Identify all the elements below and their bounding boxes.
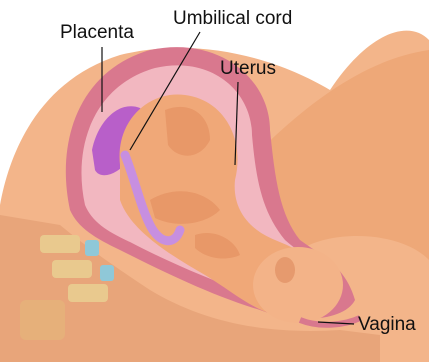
umbilical-cord-label: Umbilical cord: [173, 8, 292, 30]
vertebra-2: [52, 260, 92, 278]
fetus-ear: [275, 257, 295, 283]
vertebra-1: [40, 235, 80, 253]
uterus-label: Uterus: [220, 58, 276, 80]
vertebra-4: [20, 300, 65, 340]
cartilage-1: [85, 240, 99, 256]
cartilage-2: [100, 265, 114, 281]
placenta-label: Placenta: [60, 22, 134, 44]
fetus-head: [253, 247, 343, 323]
vagina-label: Vagina: [358, 314, 416, 336]
vertebra-3: [68, 284, 108, 302]
